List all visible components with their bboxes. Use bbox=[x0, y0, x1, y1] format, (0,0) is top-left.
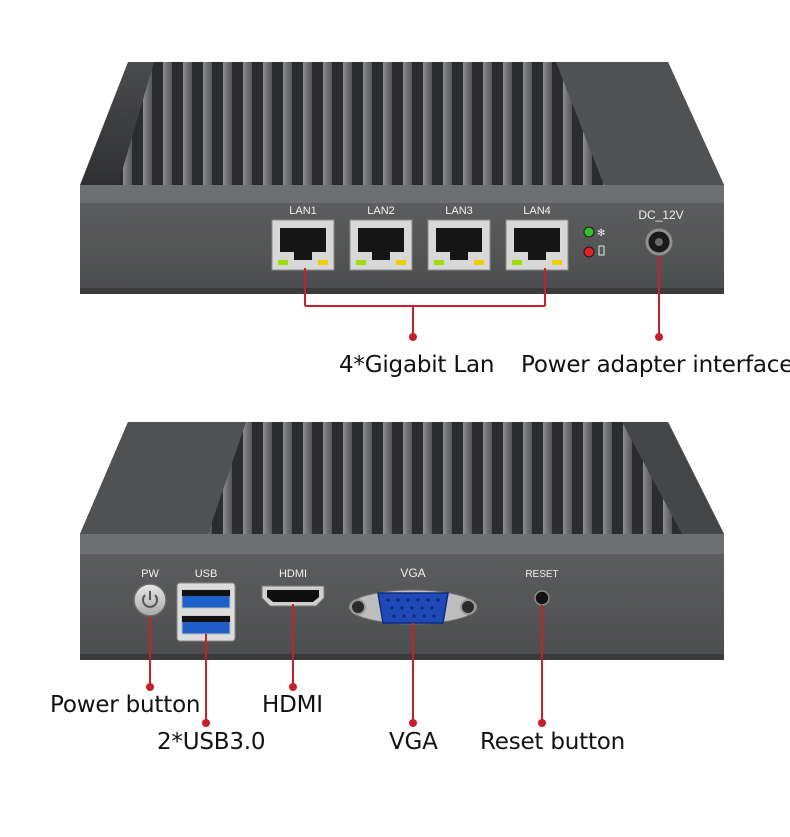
power-button-callout-text: Power button bbox=[50, 692, 201, 718]
lan-port-label: LAN2 bbox=[367, 205, 395, 217]
vga-callout-text: VGA bbox=[389, 729, 438, 755]
lan-port-4: LAN4 bbox=[505, 205, 569, 271]
bottom-device: PW USB HDMI VGA RESET bbox=[80, 422, 724, 727]
top-device: LAN1 LAN2 LAN3 LAN4 ✻ DC_12V bbox=[80, 62, 724, 341]
svg-text:✻: ✻ bbox=[597, 228, 605, 239]
lan-port-1: LAN1 bbox=[271, 205, 335, 271]
lan-port-label: LAN4 bbox=[523, 205, 551, 217]
power-led-icon bbox=[583, 246, 595, 258]
power-button[interactable] bbox=[133, 583, 167, 617]
pw-label: PW bbox=[141, 568, 159, 580]
lan-callout-line bbox=[304, 268, 546, 336]
lan-port-label: LAN3 bbox=[445, 205, 473, 217]
activity-led-icon bbox=[583, 226, 595, 238]
reset-button[interactable] bbox=[534, 590, 550, 606]
reset-callout-text: Reset button bbox=[480, 729, 626, 755]
hdmi-label: HDMI bbox=[279, 568, 307, 580]
vga-port bbox=[348, 589, 478, 625]
dc-12v-label: DC_12V bbox=[638, 208, 683, 222]
lan-port-label: LAN1 bbox=[289, 205, 317, 217]
reset-label: RESET bbox=[525, 569, 558, 580]
hdmi-port bbox=[261, 585, 325, 607]
lan-port-3: LAN3 bbox=[427, 205, 491, 271]
usb-callout-text: 2*USB3.0 bbox=[157, 729, 266, 755]
lan-callout-text: 4*Gigabit Lan bbox=[339, 352, 495, 378]
usb-label: USB bbox=[195, 568, 218, 580]
bottom-device-heatsink-fins bbox=[208, 422, 682, 534]
usb-port-stack bbox=[176, 582, 236, 642]
lan-port-2: LAN2 bbox=[349, 205, 413, 271]
vga-label: VGA bbox=[400, 566, 425, 580]
power-adapter-callout-text: Power adapter interface bbox=[521, 352, 790, 378]
top-device-heatsink-fins bbox=[118, 62, 604, 185]
hdmi-callout-text: HDMI bbox=[262, 692, 323, 718]
power-icon bbox=[142, 591, 158, 608]
